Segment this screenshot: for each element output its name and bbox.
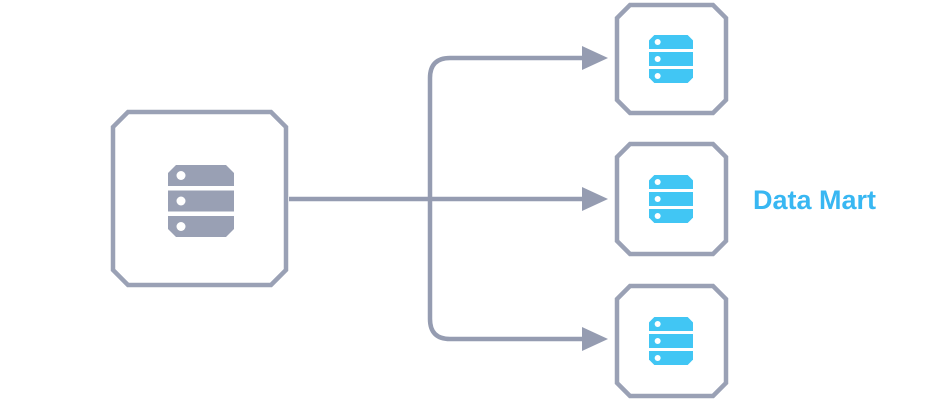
database-icon [649,35,693,83]
edge-source-to-top [427,46,608,199]
edge-source-to-middle [289,187,608,211]
node-source [110,109,289,288]
data-mart-label: Data Mart [753,185,877,215]
node-target-top [614,2,729,116]
database-icon [649,175,693,223]
edge-line [427,55,582,199]
database-icon [649,317,693,365]
node-target-middle [614,141,729,257]
node-target-bottom [614,283,729,399]
arrowhead-icon [582,46,608,70]
database-icon [168,165,234,237]
arrowhead-icon [582,187,608,211]
edge-source-to-bottom [427,199,608,351]
edge-line [427,199,582,342]
arrowhead-icon [582,327,608,351]
